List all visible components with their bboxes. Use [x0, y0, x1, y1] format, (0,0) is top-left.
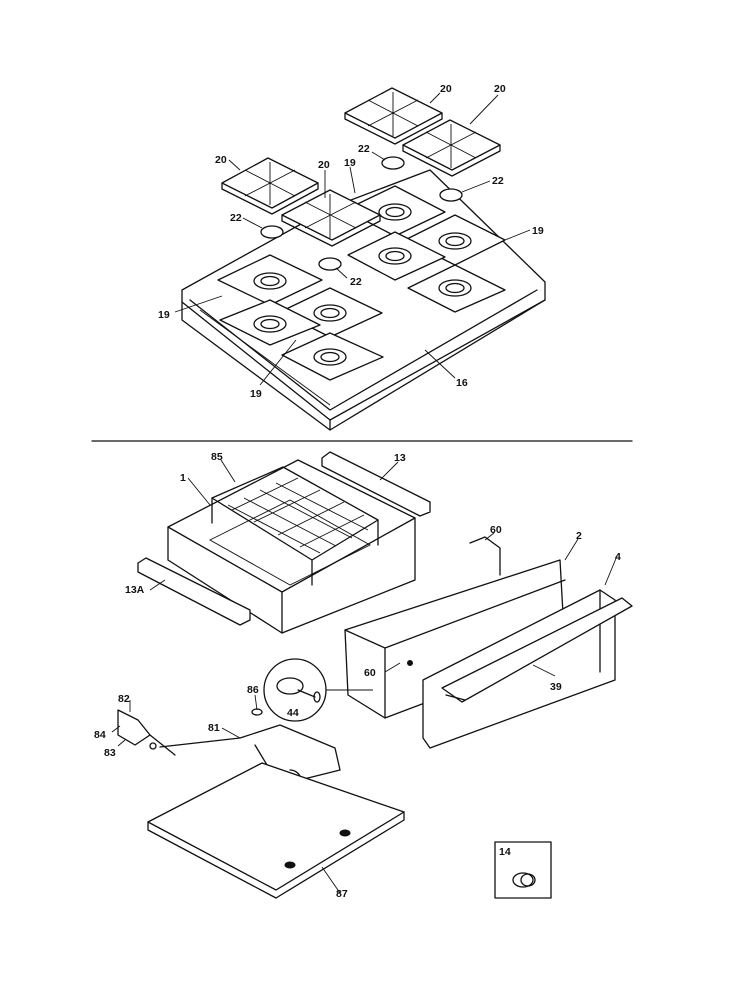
label-bottom-panel: 87	[336, 888, 348, 900]
side-rail-right	[321, 451, 431, 517]
part-number-labels: 20 20 20 20 22 22 22 22 19 19 19 19 16 8…	[94, 83, 621, 900]
label-valve: 82	[118, 693, 130, 705]
label-valve-bracket: 84	[94, 729, 106, 741]
label-cap-a: 22	[358, 143, 370, 155]
label-door-inner: 2	[576, 530, 582, 542]
grate-front-right	[281, 189, 381, 247]
oven-liner	[167, 459, 416, 634]
label-pan-c: 19	[158, 309, 170, 321]
label-fastener: 86	[247, 684, 259, 696]
label-grate-c: 20	[440, 83, 452, 95]
burner-caps	[260, 156, 463, 271]
door-spring	[469, 536, 501, 576]
label-grate-a: 20	[215, 154, 227, 166]
label-burner-tube: 81	[208, 722, 220, 734]
label-cooktop: 16	[456, 377, 468, 389]
label-rack: 85	[211, 451, 223, 463]
grate-front-left	[221, 157, 319, 215]
oven-rack	[211, 466, 379, 586]
burner-base-lower-right	[281, 332, 384, 381]
label-grate-b: 20	[318, 159, 330, 171]
label-door-outer: 4	[615, 551, 621, 563]
control-knob-box	[494, 841, 552, 899]
side-rail-left	[137, 557, 251, 626]
label-door-spring: 60	[490, 524, 502, 536]
oven-bottom-panel	[147, 762, 405, 899]
label-grate-d: 20	[494, 83, 506, 95]
label-side-rail-left: 13A	[125, 584, 145, 596]
knob-callout-circle	[263, 658, 373, 722]
label-cap-d: 22	[350, 276, 362, 288]
label-orifice: 83	[104, 747, 116, 759]
door-inner-panel	[344, 559, 566, 719]
label-pan-b: 19	[532, 225, 544, 237]
label-door-clip: 60	[364, 667, 376, 679]
door-handle	[441, 597, 633, 703]
label-door-handle: 39	[550, 681, 562, 693]
burner-pan-rear-left	[344, 185, 446, 237]
label-side-rail-right: 13	[394, 452, 406, 464]
cooktop-assembly	[174, 87, 546, 431]
burner-base-rear-left	[347, 231, 446, 281]
cooktop-leaders	[174, 92, 531, 386]
burner-pan-front-left	[217, 254, 323, 306]
label-oven-liner: 1	[180, 472, 186, 484]
label-knob-callout: 44	[287, 707, 299, 719]
label-cap-b: 22	[492, 175, 504, 187]
label-pan-d: 19	[250, 388, 262, 400]
burner-base-rear-right	[407, 264, 506, 313]
burner-base-lower-left	[219, 299, 321, 346]
grate-rear-left	[344, 87, 443, 145]
grate-rear-right	[402, 119, 501, 177]
label-control-knob: 14	[499, 846, 511, 858]
label-pan-a: 19	[344, 157, 356, 169]
oven-leaders	[111, 459, 618, 894]
label-cap-c: 22	[230, 212, 242, 224]
oven-assembly	[111, 451, 633, 899]
valve-assembly	[117, 709, 176, 756]
